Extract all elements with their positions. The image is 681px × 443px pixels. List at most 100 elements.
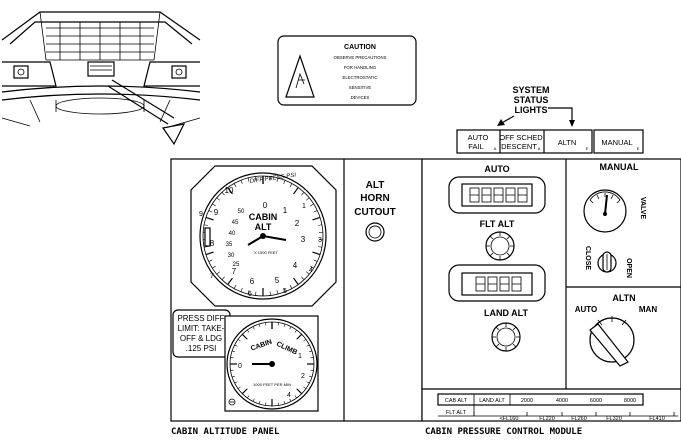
- manual-valve-toggle-switch[interactable]: [597, 251, 617, 273]
- altn-man-label: MAN: [639, 305, 657, 314]
- svg-text:MANUAL: MANUAL: [601, 138, 632, 147]
- rate-tick: [247, 395, 250, 399]
- psi-scale-9: 9: [199, 211, 203, 218]
- altitude-tick: [221, 192, 225, 196]
- alt-label: ALT: [255, 222, 272, 232]
- altitude-tick: [255, 291, 257, 296]
- altitude-tick: [240, 287, 243, 292]
- altitude-tick: [301, 192, 305, 196]
- psi-scale-4: 4: [309, 267, 313, 274]
- table-fl320: FL320: [606, 416, 622, 422]
- altitude-tick: [317, 246, 322, 248]
- horn-cutout-label-2: HORN: [360, 193, 389, 204]
- rate-tick: [303, 339, 307, 342]
- cabin-pressure-control-module: AUTO FLT ALT LAND ALT: [421, 158, 681, 437]
- flight-deck-locator-sketch: [1, 11, 201, 146]
- rate-tick: [294, 329, 297, 333]
- left-scale-45: 45: [232, 220, 239, 226]
- svg-text:AUTO: AUTO: [468, 133, 489, 142]
- svg-text:A: A: [494, 146, 497, 151]
- rate-scale-0: 0: [238, 363, 242, 370]
- altitude-tick: [276, 290, 279, 295]
- psi-scale-3: 3: [318, 237, 322, 244]
- svg-text:.125 PSI: .125 PSI: [186, 344, 217, 353]
- altitude-tick: [240, 180, 243, 185]
- land-alt-selector-knob[interactable]: [491, 322, 521, 352]
- table-8000: 8000: [624, 398, 636, 404]
- rate-tick: [289, 326, 292, 330]
- altitude-tick: [247, 177, 250, 182]
- altitude-tick: [313, 210, 318, 213]
- cabin-climb-rate-gauge: CABIN CLIMB 1000 FEET PER MIN 0 1 2 4: [224, 315, 319, 412]
- rate-tick: [237, 339, 241, 342]
- svg-text:E: E: [637, 146, 640, 151]
- altitude-tick: [317, 224, 322, 226]
- altitude-tick: [247, 290, 250, 295]
- rate-tick: [294, 395, 297, 399]
- altitude-tick: [227, 277, 233, 285]
- table-2000: 2000: [521, 398, 533, 404]
- table-6000: 6000: [590, 398, 602, 404]
- cabin-altitude-panel-caption: CABIN ALTITUDE PANEL: [171, 427, 280, 437]
- diff-press-indicator: [204, 227, 211, 247]
- cabin-altitude-gauge: DIFF PRESS PSI CABIN ALT X 1000 FEET 0 1…: [190, 165, 337, 307]
- alt-scale-4: 4: [293, 261, 298, 270]
- table-cab-alt: CAB ALT: [445, 398, 468, 404]
- rate-tick: [308, 350, 313, 353]
- altitude-tick: [293, 187, 299, 195]
- svg-text:E: E: [586, 146, 589, 151]
- altitude-tick: [233, 284, 237, 289]
- caution-line-5: DEVICES: [351, 95, 370, 100]
- flt-alt-display: [448, 176, 546, 214]
- rate-tick: [306, 344, 310, 347]
- rate-tick: [308, 375, 313, 378]
- cabin-label: CABIN: [249, 212, 278, 222]
- rate-tick: [241, 333, 248, 340]
- table-land-alt: LAND ALT: [479, 398, 505, 404]
- flt-alt-selector-knob[interactable]: [485, 231, 515, 261]
- altitude-tick: [205, 251, 214, 256]
- altitude-tick: [269, 176, 271, 181]
- caution-line-4: SENSITIVE: [349, 85, 372, 90]
- svg-text:A: A: [538, 146, 541, 151]
- altitude-tick: [301, 276, 305, 280]
- alt-scale-5: 5: [275, 276, 280, 285]
- alt-scale-8: 8: [210, 239, 215, 248]
- svg-text:PRESS DIFF: PRESS DIFF: [177, 314, 224, 323]
- altitude-tick: [204, 224, 209, 226]
- caution-label: CAUTION OBSERVE PRECAUTIONS FOR HANDLING…: [277, 35, 417, 106]
- status-light-altn: ALTN E: [558, 138, 589, 151]
- alt-scale-10: 10: [225, 186, 234, 195]
- rate-tick: [283, 400, 286, 405]
- close-label: CLOSE: [584, 246, 591, 270]
- altitude-tick: [310, 265, 314, 269]
- altn-auto-label: AUTO: [575, 305, 598, 314]
- rate-tick: [241, 388, 248, 395]
- rate-tick: [231, 350, 236, 353]
- altitude-tick: [283, 287, 286, 292]
- status-light-auto-fail: AUTO FAIL A: [468, 133, 497, 151]
- altitude-tick: [208, 259, 213, 262]
- altitude-tick: [212, 265, 216, 269]
- rate-tick: [258, 400, 261, 405]
- altitude-tick: [208, 210, 213, 213]
- svg-text:ALTN: ALTN: [558, 138, 577, 147]
- alt-horn-cutout-switch[interactable]: ALT HORN CUTOUT: [354, 180, 396, 242]
- altitude-tick: [204, 246, 209, 248]
- valve-vertical-label: VALVE: [639, 197, 646, 220]
- altitude-tick: [269, 291, 271, 296]
- altitude-tick: [293, 277, 299, 285]
- manual-section-label: MANUAL: [600, 162, 639, 172]
- altitude-tick: [216, 197, 221, 201]
- horn-cutout-label-1: ALT: [366, 180, 385, 191]
- rate-tick: [283, 323, 286, 328]
- mode-selector-knob[interactable]: [589, 316, 635, 367]
- svg-text:VALVE: VALVE: [639, 197, 646, 220]
- psi-scale-1: 1: [302, 203, 306, 210]
- rate-scale-ticks: [230, 322, 314, 406]
- rate-tick: [296, 333, 303, 340]
- rate-tick: [258, 323, 261, 328]
- rate-tick: [234, 381, 238, 384]
- callout-line-3: LIGHTS: [515, 105, 548, 115]
